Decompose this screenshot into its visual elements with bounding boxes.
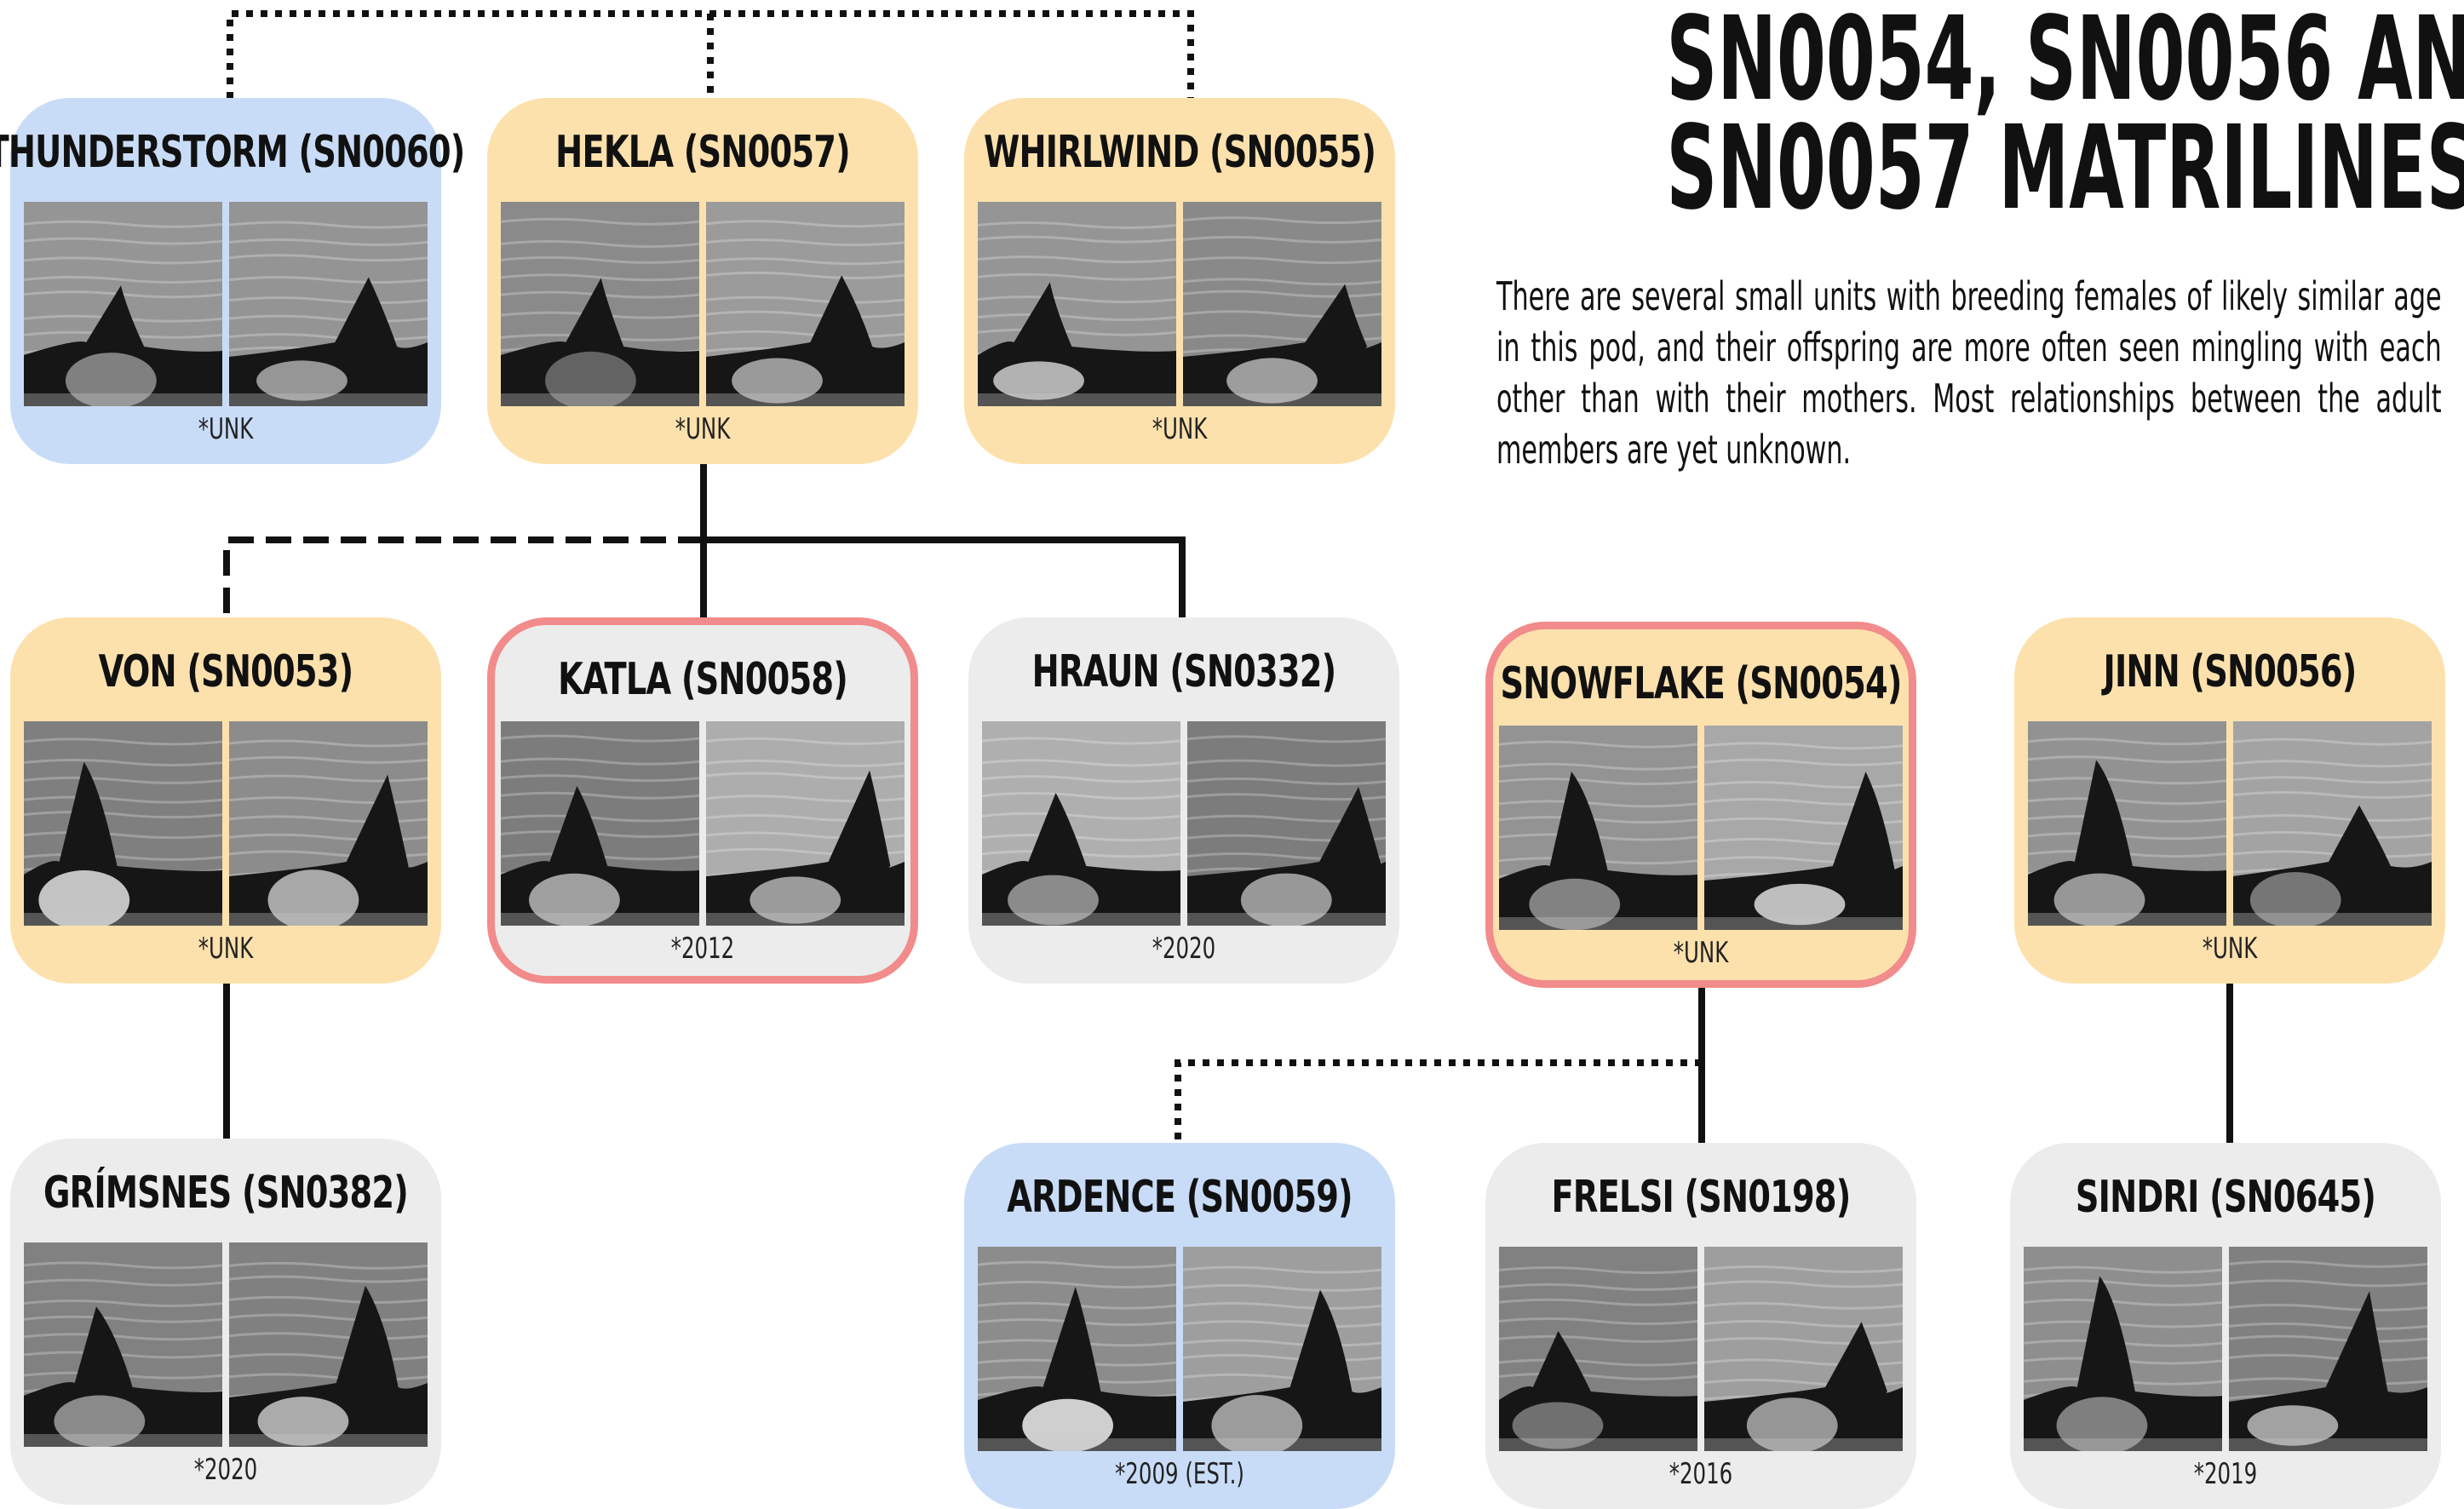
birth-year: *2009 (EST.) [1115, 1457, 1244, 1491]
dorsal-fin-photo-left [978, 1247, 1176, 1451]
dorsal-fin-photo-left [501, 202, 699, 406]
dorsal-fin-photo-left [982, 721, 1180, 926]
page-title: SN0054, SN0056 AND SN0057 MATRILINES [1666, 0, 2464, 236]
dorsal-fin-photo-left [24, 1242, 222, 1447]
photo-pair [24, 721, 428, 926]
dorsal-fin-photo-right [1187, 721, 1386, 926]
dorsal-fin-photo-left [501, 721, 699, 926]
dorsal-fin-photo-right [706, 721, 905, 926]
birth-year: *2020 [193, 1453, 258, 1487]
dorsal-fin-photo-right [229, 202, 428, 406]
solid-link-hekla-hraun [704, 536, 1186, 618]
dorsal-fin-photo-left [2024, 1247, 2222, 1451]
card-name: HEKLA (SN0057) [555, 127, 850, 178]
dorsal-fin-photo-right [229, 1242, 428, 1447]
card-name: SNOWFLAKE (SN0054) [1500, 658, 1902, 709]
photo-pair [24, 1242, 428, 1447]
dorsal-fin-photo-right [706, 202, 905, 406]
card-name: THUNDERSTORM (SN0060) [0, 127, 465, 178]
card-name: FRELSI (SN0198) [1551, 1172, 1852, 1223]
birth-year: *2016 [1669, 1457, 1733, 1491]
dorsal-fin-photo-left [1499, 726, 1697, 930]
dorsal-fin-photo-right [1183, 1247, 1381, 1451]
dorsal-fin-photo-right [229, 721, 428, 926]
photo-pair [1499, 726, 1903, 930]
dorsal-fin-photo-left [978, 202, 1176, 406]
birth-year: *UNK [675, 412, 731, 446]
card-name: VON (SN0053) [98, 646, 354, 697]
card-snowflake: SNOWFLAKE (SN0054) *UNK [1485, 622, 1916, 988]
dashed-link-hekla-von [223, 536, 704, 618]
card-sindri: SINDRI (SN0645) *2019 [2010, 1143, 2441, 1509]
dorsal-fin-photo-right [1704, 726, 1903, 930]
dorsal-fin-photo-left [2028, 721, 2226, 926]
photo-pair [501, 202, 905, 406]
card-name: KATLA (SN0058) [558, 654, 848, 705]
dorsal-fin-photo-left [1499, 1247, 1697, 1451]
title-line-1: SN0054, SN0056 AND [1666, 0, 2464, 127]
card-name: HRAUN (SN0332) [1031, 646, 1337, 697]
card-hraun: HRAUN (SN0332) *2020 [968, 617, 1399, 984]
description-text: There are several small units with breed… [1496, 273, 2442, 473]
card-name: SINDRI (SN0645) [2075, 1172, 2376, 1223]
birth-year: *UNK [2202, 932, 2258, 966]
birth-year: *UNK [1673, 936, 1729, 970]
dorsal-fin-photo-left [24, 721, 222, 926]
dorsal-fin-photo-right [1183, 202, 1381, 406]
card-grimsnes: GRÍMSNES (SN0382) *2020 [10, 1139, 441, 1505]
birth-year: *2012 [670, 932, 735, 966]
card-name: GRÍMSNES (SN0382) [43, 1168, 409, 1219]
card-jinn: JINN (SN0056) *UNK [2014, 617, 2445, 984]
birth-year: *UNK [1152, 412, 1208, 446]
card-ardence: ARDENCE (SN0059) *2009 (EST.) [964, 1143, 1395, 1509]
birth-year: *UNK [198, 412, 254, 446]
title-line-2: SN0057 MATRILINES [1666, 101, 2464, 236]
card-thunderstorm: THUNDERSTORM (SN0060) *UNK [0, 98, 465, 464]
card-katla: KATLA (SN0058) *2012 [487, 617, 918, 984]
card-name: JINN (SN0056) [2103, 646, 2358, 697]
photo-pair [982, 721, 1386, 926]
birth-year: *2020 [1152, 932, 1216, 966]
dorsal-fin-photo-left [24, 202, 222, 406]
photo-pair [24, 202, 428, 406]
photo-pair [2028, 721, 2432, 926]
card-name: ARDENCE (SN0059) [1007, 1172, 1353, 1223]
photo-pair [501, 721, 905, 926]
dotted-link-snowflake-ardence [1175, 1059, 1702, 1145]
photo-pair [978, 202, 1381, 406]
card-hekla: HEKLA (SN0057) *UNK [487, 98, 918, 464]
card-whirlwind: WHIRLWIND (SN0055) *UNK [964, 98, 1395, 464]
card-frelsi: FRELSI (SN0198) *2016 [1485, 1143, 1916, 1509]
dorsal-fin-photo-right [2229, 1247, 2427, 1451]
dorsal-fin-photo-right [1704, 1247, 1903, 1451]
card-von: VON (SN0053) *UNK [10, 617, 441, 984]
photo-pair [978, 1247, 1381, 1451]
photo-pair [1499, 1247, 1903, 1451]
card-name: WHIRLWIND (SN0055) [983, 127, 1376, 178]
birth-year: *UNK [198, 932, 254, 966]
photo-pair [2024, 1247, 2427, 1451]
dorsal-fin-photo-right [2233, 721, 2432, 926]
birth-year: *2019 [2193, 1457, 2258, 1491]
